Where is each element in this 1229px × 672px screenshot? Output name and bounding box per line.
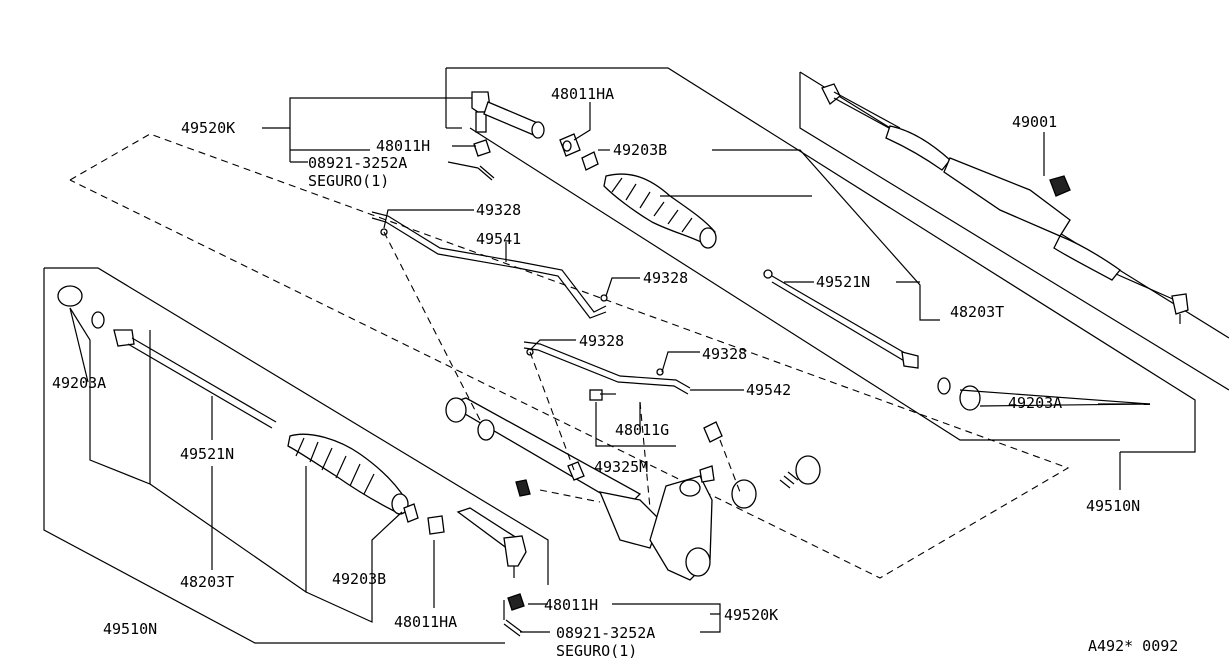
label-49521n-right: 49521N — [816, 273, 870, 291]
label-49541: 49541 — [476, 230, 521, 248]
label-49521n-left: 49521N — [180, 445, 234, 463]
clamp-49203b-upper — [581, 151, 599, 171]
label-49325m: 49325M — [594, 458, 648, 476]
pipe-49541 — [371, 211, 608, 319]
clamp-49203b-bottom — [403, 503, 419, 523]
label-49001: 49001 — [1012, 113, 1057, 131]
label-49203a-left: 49203A — [52, 374, 106, 392]
label-08921-bottom: 08921-3252A — [556, 624, 655, 642]
assembly-outline-dashed — [69, 133, 1070, 579]
steering-rack-complete-49001 — [821, 83, 1189, 324]
label-seguro-top: SEGURO(1) — [308, 172, 389, 190]
label-08921-top: 08921-3252A — [308, 154, 407, 172]
reference-code: A492* 0092 — [1088, 637, 1178, 655]
clamp-49203a-left — [57, 285, 105, 329]
assembly-outline-upper — [445, 67, 1196, 453]
dashed-guides — [383, 231, 741, 509]
label-49328-a: 49328 — [476, 201, 521, 219]
inner-tie-rod-right — [763, 269, 919, 369]
label-49328-c: 49328 — [579, 332, 624, 350]
label-48203t-left: 48203T — [180, 573, 234, 591]
boot-upper — [603, 173, 717, 249]
label-48011ha-top: 48011HA — [551, 85, 614, 103]
label-49510n-left: 49510N — [103, 620, 157, 638]
assembly-outline-left — [43, 267, 549, 644]
inner-tie-rod-left — [113, 329, 277, 429]
label-49510n-right: 49510N — [1086, 497, 1140, 515]
label-49328-d: 49328 — [702, 345, 747, 363]
label-49203a-right: 49203A — [1008, 394, 1062, 412]
label-49520k-top: 49520K — [181, 119, 235, 137]
label-48203t-right: 48203T — [950, 303, 1004, 321]
cotter-pin-lower — [503, 619, 523, 637]
label-48011g: 48011G — [615, 421, 669, 439]
clamp-49203a-right — [937, 377, 981, 411]
label-48011h-top: 48011H — [376, 137, 430, 155]
pipe-49542 — [523, 341, 691, 395]
tie-rod-end-upper — [471, 91, 545, 139]
label-seguro-bottom: SEGURO(1) — [556, 642, 637, 660]
label-48011h-bottom: 48011H — [544, 596, 598, 614]
label-49203b-bottom: 49203B — [332, 570, 386, 588]
boot-left — [287, 433, 409, 515]
lock-nut-upper — [473, 139, 491, 157]
rack-housing — [445, 397, 821, 581]
leader-lines — [69, 97, 1151, 633]
label-49542: 49542 — [746, 381, 791, 399]
bushing-48011ha-bottom — [427, 515, 445, 535]
label-49203b-top: 49203B — [613, 141, 667, 159]
label-48011ha-bottom: 48011HA — [394, 613, 457, 631]
cotter-pin-upper — [477, 165, 495, 181]
bushing-48011ha-upper — [559, 133, 581, 157]
label-49520k-bottom: 49520K — [724, 606, 778, 624]
bolt-49325m — [589, 389, 616, 401]
lock-nut-lower — [507, 593, 525, 611]
tie-rod-end-lower — [456, 507, 527, 578]
label-49328-b: 49328 — [643, 269, 688, 287]
